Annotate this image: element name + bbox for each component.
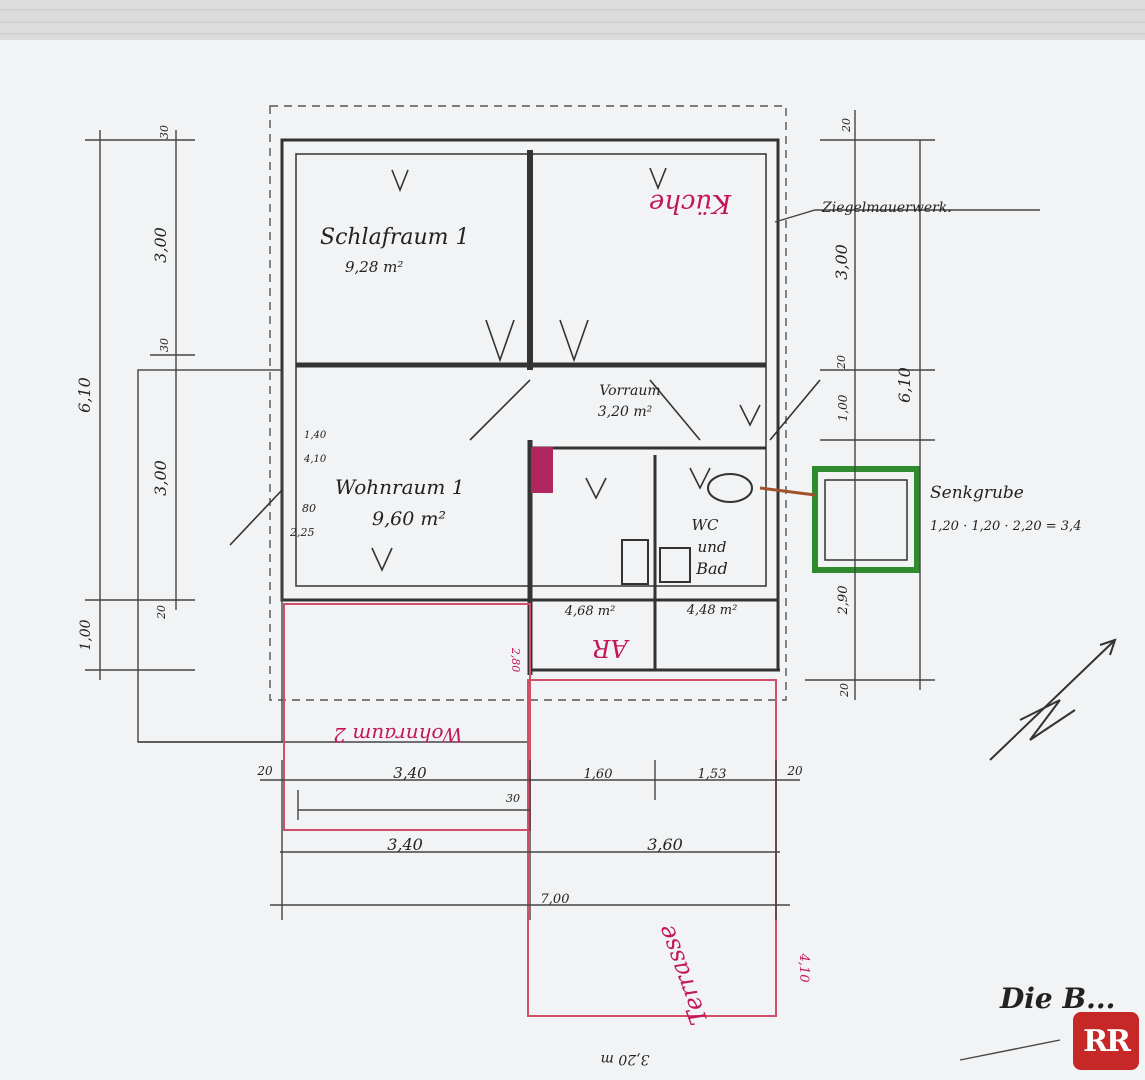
dim-right-small: 20	[835, 355, 848, 370]
outline-dashed	[269, 105, 787, 701]
brand-logo-text: RR	[1083, 1023, 1131, 1059]
wc-area: 4,48 m²	[686, 603, 738, 618]
dim-misc-x1: 80	[302, 502, 316, 515]
ziegel-label: Ziegelmauerwerk.	[821, 200, 952, 216]
dim-right-bottom: 20	[838, 683, 851, 698]
dim-misc-y1: 3,20 m	[601, 1051, 650, 1067]
dim-left-bottom: 1,00	[78, 619, 94, 650]
dim-left-mid: 30	[158, 338, 171, 352]
dim-bottom-e: 20	[786, 764, 803, 778]
dim-left-upper: 3,00	[151, 227, 170, 263]
paper-sheet	[0, 40, 1145, 1080]
dim-right-total: 6,10	[895, 367, 914, 403]
toilet-icon	[707, 473, 753, 503]
dim-bottom-h: 3,60	[647, 835, 683, 854]
dimensions-bottom	[260, 760, 800, 920]
kueche-label: Küche	[649, 188, 732, 218]
senkgrube-formula: 1,20 · 1,20 · 2,20 = 3,4	[930, 519, 1081, 534]
dimensions-right	[805, 110, 935, 700]
sink-icon	[659, 547, 691, 583]
dim-left-small: 20	[155, 605, 168, 620]
senkgrube-box	[812, 466, 920, 573]
dim-left-top: 30	[158, 125, 171, 139]
dim-right-top: 20	[840, 118, 853, 133]
senkgrube-label: Senkgrube	[930, 483, 1024, 503]
schlafraum-area: 9,28 m²	[345, 258, 403, 276]
north-arrow-icon	[989, 638, 1117, 761]
wc-line1: WC	[692, 516, 719, 534]
vorraum-area: 3,20 m²	[598, 404, 653, 420]
dim-bottom-g: 3,40	[387, 835, 423, 854]
schlafraum-label: Schlafraum 1	[320, 225, 470, 250]
dim-right-mid: 1,00	[836, 394, 850, 421]
wohnraum-label: Wohnraum 1	[335, 475, 464, 499]
dim-misc-w2: 4,10	[303, 454, 327, 465]
dim-left-lower: 3,00	[151, 460, 170, 496]
dim-misc-v1: 2,80	[509, 647, 522, 673]
dim-bottom-f: 30	[506, 792, 520, 805]
ar-label: AR	[592, 634, 629, 662]
window-marks	[229, 167, 821, 572]
corner-note: Die B...	[999, 982, 1115, 1015]
dim-bottom-d: 1,53	[698, 767, 727, 782]
vorraum-label: Vorraum	[599, 383, 660, 399]
dim-bottom-b: 3,40	[393, 764, 427, 782]
dim-right-lower: 2,90	[836, 586, 851, 616]
graph-paper-strip	[0, 9, 1145, 35]
wohnraum2-outline	[283, 603, 531, 831]
dim-bottom-total: 7,00	[541, 892, 570, 907]
ar-highlight	[531, 447, 553, 493]
ar-area: 4,68 m²	[564, 604, 616, 619]
dim-misc-x2: 2,25	[289, 526, 315, 539]
ziegel-leader	[774, 209, 1040, 223]
dim-bottom-a: 20	[256, 764, 273, 778]
dim-bottom-c: 1,60	[584, 767, 613, 782]
wc-line3: Bad	[695, 559, 728, 578]
wohnraum2-label: Wohnraum 2	[333, 723, 462, 747]
dim-terrasse-side: 4,10	[796, 953, 811, 983]
wohnraum-area: 9,60 m²	[372, 508, 446, 530]
dimensions-left	[85, 130, 195, 680]
stove-icon	[621, 539, 649, 585]
dim-left-total: 6,10	[75, 377, 94, 413]
dim-right-upper: 3,00	[832, 244, 851, 280]
brand-logo: RR	[1073, 1012, 1139, 1070]
dim-misc-w1: 1,40	[304, 430, 327, 441]
wc-line2: und	[698, 538, 727, 556]
